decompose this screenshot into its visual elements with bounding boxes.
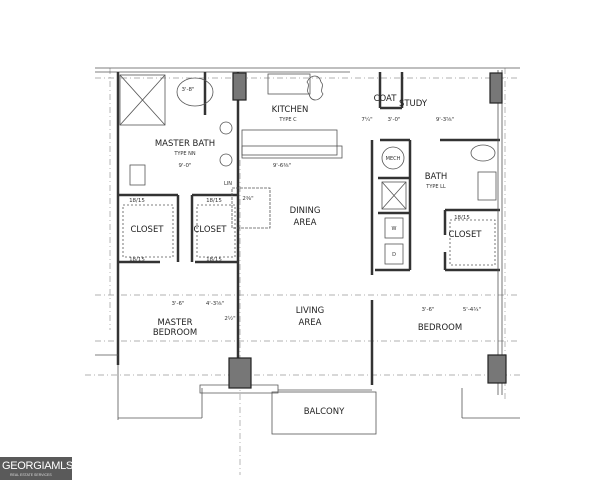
washer-label: W	[392, 226, 397, 232]
washer	[384, 217, 404, 239]
closet-label: CLOSET	[130, 225, 164, 235]
kitchen-island	[241, 129, 338, 156]
sink	[219, 153, 233, 167]
mech-label: MECH	[386, 156, 401, 162]
dimension: 3'-0"	[387, 117, 400, 123]
master-bath-label: MASTER BATH	[155, 139, 215, 149]
kitchen-type: TYPE C	[278, 117, 297, 123]
kitchen-label: KITCHEN	[272, 105, 309, 115]
dimension: 3'-6"	[421, 307, 434, 313]
bath-label: BATH	[425, 172, 448, 182]
dimension: 18/15	[129, 257, 145, 263]
master-bedroom-label: BEDROOM	[153, 328, 197, 338]
reference-lines	[85, 68, 520, 475]
closet-label: CLOSET	[193, 225, 227, 235]
master-bedroom-label: MASTER	[157, 318, 192, 328]
shower-2	[381, 181, 407, 210]
dimension: 3'-6"	[171, 301, 184, 307]
dimension: 5'-4¾"	[463, 307, 481, 313]
counter	[241, 145, 343, 159]
structural-columns	[228, 72, 507, 389]
dimension: 4'-3⅝"	[206, 301, 224, 307]
logo-text: GEORGIAMLS	[2, 460, 73, 472]
ledge	[199, 384, 279, 394]
stove	[267, 73, 311, 95]
toilet-master	[129, 164, 146, 186]
bedroom-label: BEDROOM	[418, 323, 462, 333]
living-label: AREA	[299, 318, 322, 328]
study-label: STUDY	[399, 99, 428, 109]
balcony-outline	[271, 391, 377, 435]
coat-label: COAT	[374, 94, 398, 104]
dimension: 2½"	[224, 315, 235, 322]
sink	[219, 121, 233, 135]
balcony-label: BALCONY	[304, 407, 345, 417]
bath-type: TYPE LL	[425, 184, 446, 190]
dimension: 18/15	[129, 198, 145, 204]
master-bath-type: TYPE NN	[173, 151, 196, 157]
dimension: 2⅜"	[242, 196, 253, 202]
shower	[119, 74, 166, 126]
vanity	[477, 171, 497, 201]
fixtures	[119, 73, 497, 435]
dimension: 9'-0"	[178, 163, 191, 169]
linen-label: LIN	[224, 181, 232, 187]
dryer-label: D	[392, 252, 396, 258]
walls	[95, 67, 520, 420]
toilet	[470, 144, 496, 162]
dryer	[384, 243, 404, 265]
dimension-labels: 9'-0" 9'-6⅜" 3'-8" 3'-6" 4'-3⅝" 2½" 2⅜" …	[129, 87, 481, 322]
tub	[176, 77, 214, 107]
dining-label: DINING	[290, 206, 321, 216]
closet-label: CLOSET	[448, 230, 482, 240]
dimension: 3'-8"	[181, 87, 194, 93]
room-labels: KITCHEN TYPE C MASTER BATH TYPE NN CLOSE…	[130, 94, 482, 417]
dimension: 18/15	[206, 257, 222, 263]
mech-unit	[381, 146, 405, 170]
dimension: 9'-3⅝"	[436, 117, 454, 123]
dimension: 18/15	[206, 198, 222, 204]
dimension: 9'-6⅜"	[273, 163, 291, 169]
dimension: 7¼"	[361, 117, 372, 123]
living-label: LIVING	[296, 306, 325, 316]
georgia-mls-logo: GEORGIAMLS REAL ESTATE SERVICES	[0, 457, 73, 480]
logo-tagline: REAL ESTATE SERVICES	[10, 473, 52, 477]
dimension: 18/15	[454, 215, 470, 221]
dining-label: AREA	[294, 218, 317, 228]
